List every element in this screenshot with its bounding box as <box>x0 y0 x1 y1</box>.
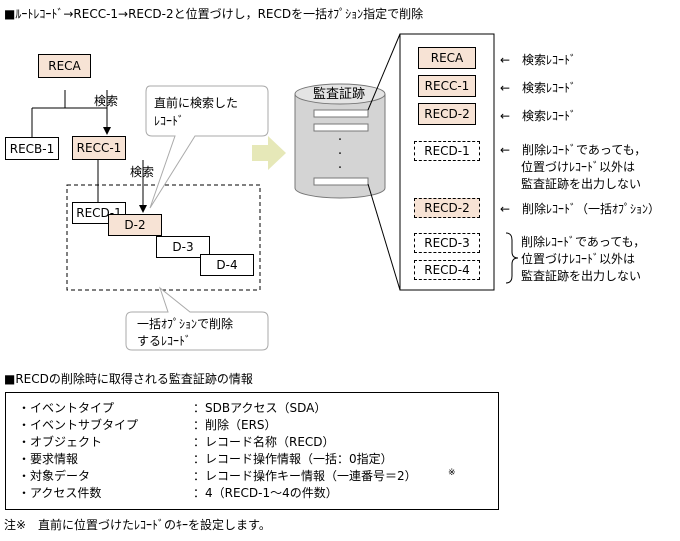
record-recc1: RECC-1 <box>72 136 126 160</box>
note-search-3: ← 検索ﾚｺｰﾄﾞ <box>500 109 577 123</box>
info-value-event-subtype: ：削除（ERS） <box>193 418 277 432</box>
note-group-line2: 位置づけﾚｺｰﾄﾞ以外は <box>521 252 636 266</box>
search-label-1: 検索 <box>94 94 119 108</box>
callout-top-line2: ﾚｺｰﾄﾞ <box>154 114 185 128</box>
record-reca: RECA <box>38 54 91 78</box>
callout-bottom-line1: 一括ｵﾌﾟｼｮﾝで削除 <box>137 317 234 331</box>
panel-record-recd4-deleted: RECD-4 <box>414 260 480 280</box>
info-label-event-subtype: ・イベントサブタイプ <box>18 418 139 432</box>
cylinder-dot-3: ・ <box>336 163 344 172</box>
info-value-object: ：レコード名称（RECD） <box>193 435 335 449</box>
record-d3: D-3 <box>156 236 210 258</box>
note-deleted-line1: ← 削除ﾚｺｰﾄﾞであっても， <box>500 143 647 157</box>
note-group-line3: 監査証跡を出力しない <box>521 269 642 283</box>
audit-trail-label: 監査証跡 <box>313 87 366 102</box>
section2-title: ■RECDの削除時に取得される監査証跡の情報 <box>4 372 253 386</box>
cylinder-dot-2: ・ <box>336 149 344 158</box>
cylinder-dot-1: ・ <box>336 135 344 144</box>
note-search-2: ← 検索ﾚｺｰﾄﾞ <box>500 81 577 95</box>
info-value-event-type: ：SDBアクセス（SDA） <box>193 401 327 415</box>
info-value-target-data: ：レコード操作キー情報（一連番号＝2） <box>193 469 417 483</box>
note-deleted-line3: 監査証跡を出力しない <box>521 177 642 191</box>
page-title: ■ﾙｰﾄﾚｺｰﾄﾞ→RECC-1→RECD-2と位置づけし，RECDを一括ｵﾌﾟ… <box>4 7 424 21</box>
panel-record-recd2: RECD-2 <box>418 103 476 125</box>
record-d2: D-2 <box>108 214 162 236</box>
search-label-2: 検索 <box>130 165 155 179</box>
callout-bottom-line2: するﾚｺｰﾄﾞ <box>137 334 192 348</box>
info-label-object: ・オブジェクト <box>18 435 103 449</box>
note-deleted-line2: 位置づけﾚｺｰﾄﾞ以外は <box>521 160 636 174</box>
callout-top-line1: 直前に検索した <box>154 96 239 110</box>
info-label-request: ・要求情報 <box>18 452 79 466</box>
record-d4: D-4 <box>200 254 254 276</box>
panel-record-recd3-deleted: RECD-3 <box>414 233 480 253</box>
panel-record-recd1-deleted: RECD-1 <box>414 141 480 161</box>
panel-record-recc1: RECC-1 <box>418 75 476 97</box>
info-note-mark: ※ <box>448 468 456 478</box>
footnote: 注※ 直前に位置づけたﾚｺｰﾄﾞのｷｰを設定します。 <box>4 518 271 532</box>
record-recb1: RECB-1 <box>5 137 59 160</box>
info-value-access-count: ：4（RECD-1～4の件数） <box>193 486 338 500</box>
info-label-target-data: ・対象データ <box>18 469 91 483</box>
info-label-event-type: ・イベントタイプ <box>18 401 115 415</box>
note-group-line1: 削除ﾚｺｰﾄﾞであっても， <box>521 235 646 249</box>
info-value-request: ：レコード操作情報（一括：0指定） <box>193 452 393 466</box>
note-bulk: ← 削除ﾚｺｰﾄﾞ（一括ｵﾌﾟｼｮﾝ） <box>500 202 661 216</box>
info-label-access-count: ・アクセス件数 <box>18 486 102 500</box>
info-box <box>5 392 499 510</box>
panel-record-recd2-bulk: RECD-2 <box>414 198 480 218</box>
note-search-1: ← 検索ﾚｺｰﾄﾞ <box>500 53 577 67</box>
panel-record-reca: RECA <box>418 47 476 69</box>
